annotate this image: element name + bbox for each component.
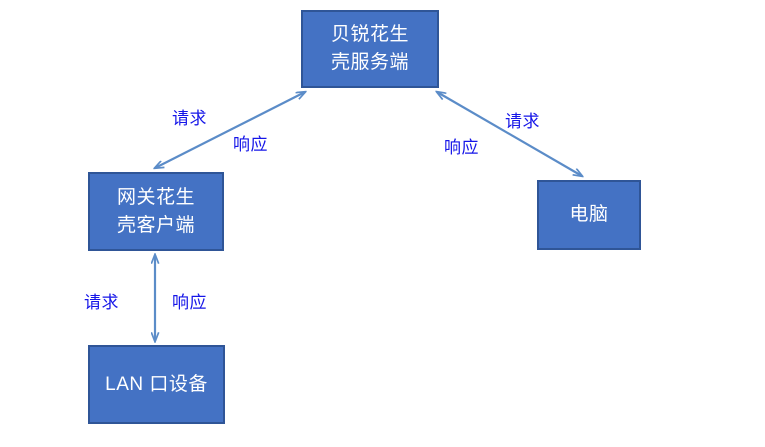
node-gateway[interactable]: 网关花生 壳客户端 <box>88 172 224 251</box>
node-server[interactable]: 贝锐花生 壳服务端 <box>301 10 439 88</box>
edge-label-server-computer-request: 请求 <box>505 112 540 131</box>
edge-label-gateway-server-response: 响应 <box>233 135 268 154</box>
edge-label-lan-gateway-response: 响应 <box>172 293 207 312</box>
edge-label-lan-gateway-request: 请求 <box>84 293 119 312</box>
edge-label-server-computer-response: 响应 <box>444 138 479 157</box>
node-computer[interactable]: 电脑 <box>537 180 641 250</box>
node-lan[interactable]: LAN 口设备 <box>88 345 225 424</box>
edge-label-gateway-server-request: 请求 <box>172 109 207 128</box>
